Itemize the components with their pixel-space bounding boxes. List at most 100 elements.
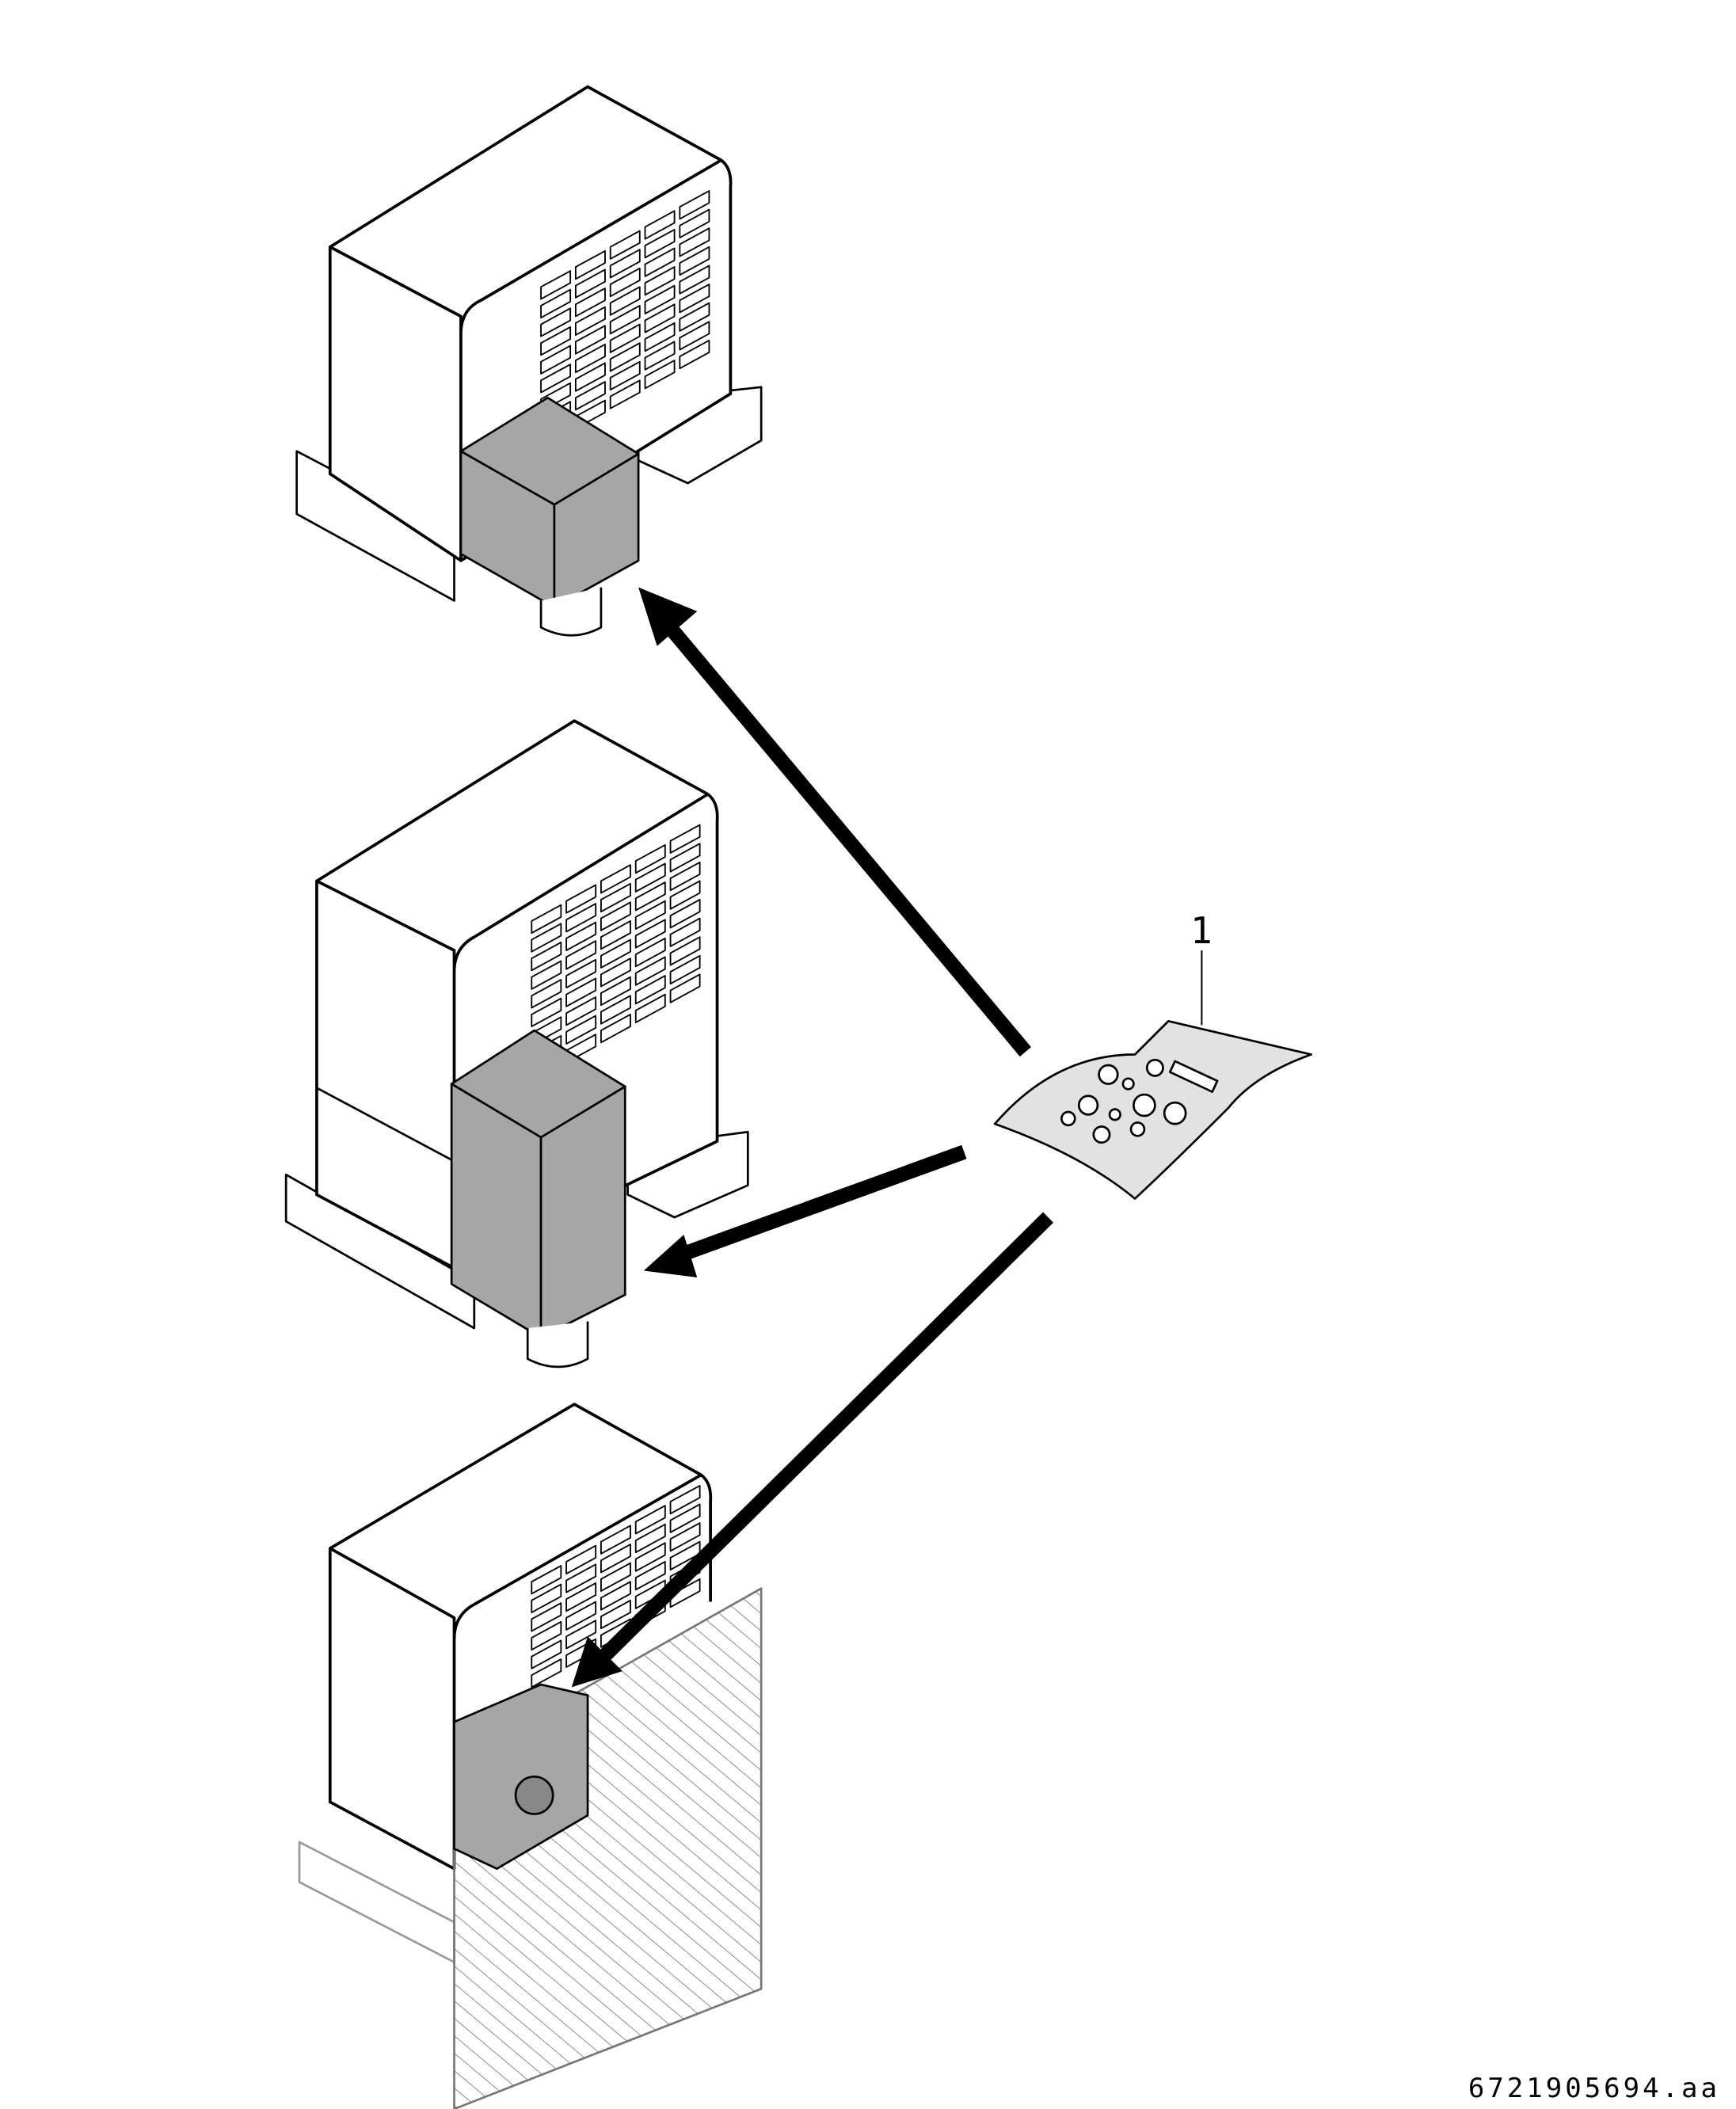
heat-pump-unit-middle [284, 719, 749, 1369]
vent-slot [669, 954, 701, 985]
vent-slot [644, 284, 676, 315]
vent-slot [634, 862, 666, 893]
vent-slot [565, 884, 597, 914]
vent-slot [565, 996, 597, 1026]
vent-slot [540, 326, 572, 356]
vent-slot [540, 270, 572, 300]
vent-slot [644, 322, 676, 352]
callout-label-1: 1 [1190, 909, 1213, 952]
vent-slot [565, 903, 597, 933]
vent-slot [600, 1014, 631, 1044]
vent-slot [609, 267, 641, 298]
vent-slot [634, 843, 666, 874]
vent-slot [565, 1601, 597, 1631]
vent-slot [669, 1503, 701, 1533]
vent-slot [679, 227, 710, 257]
wall-bracket [453, 1683, 589, 1870]
vent-slot [669, 936, 701, 966]
vent-slot [600, 882, 631, 913]
vent-slot [531, 1658, 562, 1688]
component-box-top [450, 1029, 626, 1139]
heat-pump-unit-bottom [298, 1403, 763, 2109]
vent-slot [600, 1525, 631, 1555]
vent-slot [669, 880, 701, 910]
vent-slot [634, 975, 666, 1005]
vent-slot [574, 343, 606, 374]
vent-slot [609, 249, 641, 279]
vent-slot [609, 305, 641, 335]
vent-slot [531, 941, 562, 972]
vent-slot [531, 979, 562, 1009]
vent-slot [574, 306, 606, 336]
vent-slot [634, 956, 666, 986]
panel-seam [316, 1087, 455, 1163]
vent-slot [600, 1581, 631, 1611]
vent-slot [600, 957, 631, 988]
unit-casing [328, 85, 733, 562]
vent-slot [679, 190, 710, 220]
vent-slot [634, 937, 666, 968]
vent-slot [644, 303, 676, 333]
vent-slot [679, 284, 710, 314]
vent-slot [565, 1563, 597, 1593]
valve [514, 1775, 554, 1815]
vent-slot [600, 1544, 631, 1574]
vent-slot [634, 881, 666, 912]
vent-slot [565, 1620, 597, 1650]
vent-slot [669, 1522, 701, 1552]
vent-slot [634, 1523, 666, 1554]
vent-slot [600, 864, 631, 894]
arrow-to-middle-unit [643, 1144, 967, 1277]
vent-slot [634, 1505, 666, 1535]
vent-slot [679, 302, 710, 332]
vent-slot [540, 288, 572, 319]
arrow-to-top-unit [638, 587, 1031, 1057]
arrow-to-bottom-unit [571, 1212, 1054, 1688]
vent-slot [669, 973, 701, 1003]
vent-slot [565, 958, 597, 989]
figure-code: 6721905694.aa [1468, 2073, 1720, 2104]
vent-slot [540, 364, 572, 394]
vent-slot [574, 362, 606, 392]
vent-slot [634, 919, 666, 949]
vent-slot [600, 920, 631, 950]
screws-and-washers [1060, 1058, 1219, 1144]
vent-slot [565, 977, 597, 1007]
vent-slot [679, 265, 710, 295]
vent-slot [644, 247, 676, 277]
vent-slot [609, 342, 641, 372]
vent-slot [531, 1639, 562, 1669]
vent-slot [531, 904, 562, 935]
vent-slot [531, 1565, 562, 1595]
pipe [526, 1321, 589, 1369]
vent-slot [634, 993, 666, 1023]
vent-slot [600, 995, 631, 1025]
vent-slot [669, 824, 701, 854]
pipe [539, 587, 603, 637]
heat-pump-unit-top [295, 85, 763, 637]
vent-slot [679, 246, 710, 276]
vent-slot [609, 379, 641, 409]
fixings-bag [993, 1020, 1312, 1200]
vent-slot [565, 1582, 597, 1612]
vent-slot [679, 208, 710, 238]
vent-slot [600, 938, 631, 969]
vent-slot [634, 1542, 666, 1572]
vent-slot [669, 899, 701, 929]
vent-slot [644, 341, 676, 371]
vent-slot [644, 360, 676, 390]
vent-slot [565, 921, 597, 951]
vent-slot [540, 345, 572, 375]
vent-slot [574, 268, 606, 299]
vent-slot [565, 1544, 597, 1575]
vent-slot [609, 286, 641, 316]
vent-slot [669, 861, 701, 892]
vent-slot [600, 901, 631, 931]
vent-slot [644, 266, 676, 296]
vent-slot [679, 321, 710, 351]
vent-slot [634, 1561, 666, 1591]
vent-slot [565, 940, 597, 970]
vent-slot [609, 323, 641, 353]
